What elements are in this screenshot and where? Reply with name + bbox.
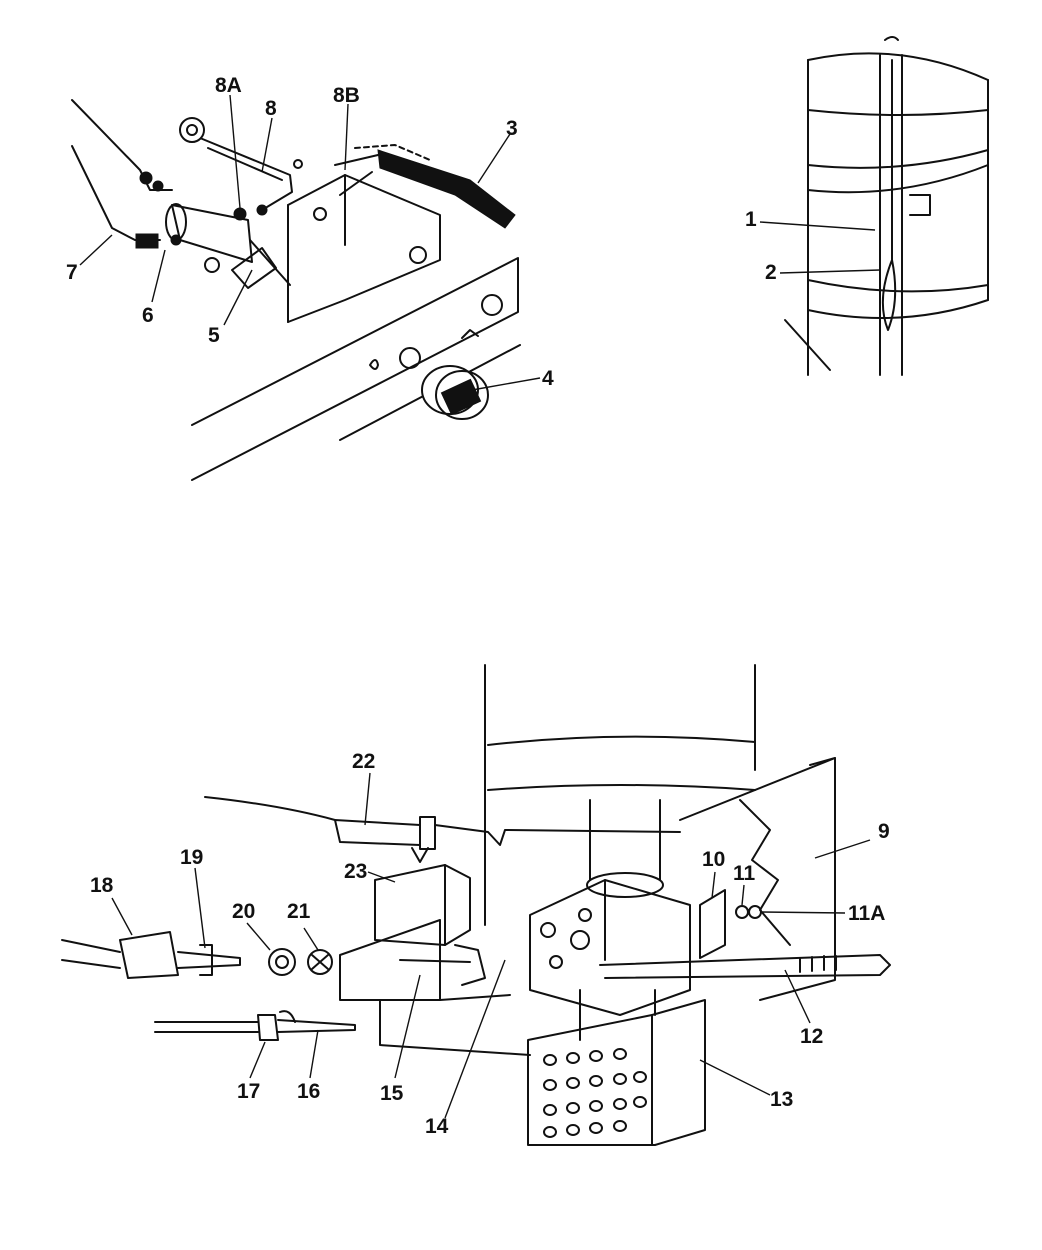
callout-1: 1 — [745, 208, 757, 231]
top-left-assembly — [71, 99, 521, 481]
callout-14: 14 — [425, 1115, 449, 1138]
callout-15: 15 — [380, 1082, 404, 1105]
callout-12: 12 — [800, 1025, 823, 1048]
callout-11A: 11A — [848, 902, 885, 925]
callout-7: 7 — [66, 261, 78, 284]
burner-door-panel — [679, 757, 836, 1001]
callout-10: 10 — [702, 848, 725, 871]
mounting-bracket — [287, 174, 441, 323]
igniter — [334, 144, 516, 229]
callout-5: 5 — [208, 324, 220, 347]
callout-16: 16 — [297, 1080, 320, 1103]
callout-8: 8 — [265, 97, 277, 120]
callout-21: 21 — [287, 900, 311, 923]
callout-2: 2 — [765, 261, 777, 284]
pilot-tube — [199, 137, 293, 211]
bracket-cap — [374, 864, 471, 946]
callout-8A: 8A — [215, 74, 242, 97]
callout-6: 6 — [142, 304, 154, 327]
callout-9: 9 — [878, 820, 890, 843]
callout-13: 13 — [770, 1088, 793, 1111]
gas-line-upper — [61, 939, 121, 953]
igniter-wire — [204, 796, 336, 821]
pilot-burner-body — [171, 204, 253, 263]
control-knob — [421, 365, 489, 420]
tank-detail — [784, 36, 989, 376]
callout-4: 4 — [542, 367, 554, 390]
callout-3: 3 — [506, 117, 518, 140]
leader-lines — [79, 94, 881, 1119]
callout-11: 11 — [733, 862, 756, 885]
fitting-nut — [119, 931, 179, 979]
callout-19: 19 — [180, 846, 203, 869]
callout-20: 20 — [232, 900, 255, 923]
callout-labels: 8A 8 8B 3 4 5 6 7 1 2 22 19 18 20 21 23 … — [66, 74, 890, 1138]
heat-shield — [527, 999, 706, 1146]
callout-18: 18 — [90, 874, 114, 897]
inner-bracket — [529, 879, 691, 1016]
callout-22: 22 — [352, 750, 375, 773]
control-panel-plate — [191, 257, 519, 481]
bottom-assembly — [61, 664, 891, 1146]
callout-8B: 8B — [333, 84, 360, 107]
igniter-body — [334, 819, 421, 846]
shield-holes — [543, 1048, 647, 1138]
callout-23: 23 — [344, 860, 367, 883]
callout-17: 17 — [237, 1080, 260, 1103]
sensor-rod — [599, 954, 891, 979]
